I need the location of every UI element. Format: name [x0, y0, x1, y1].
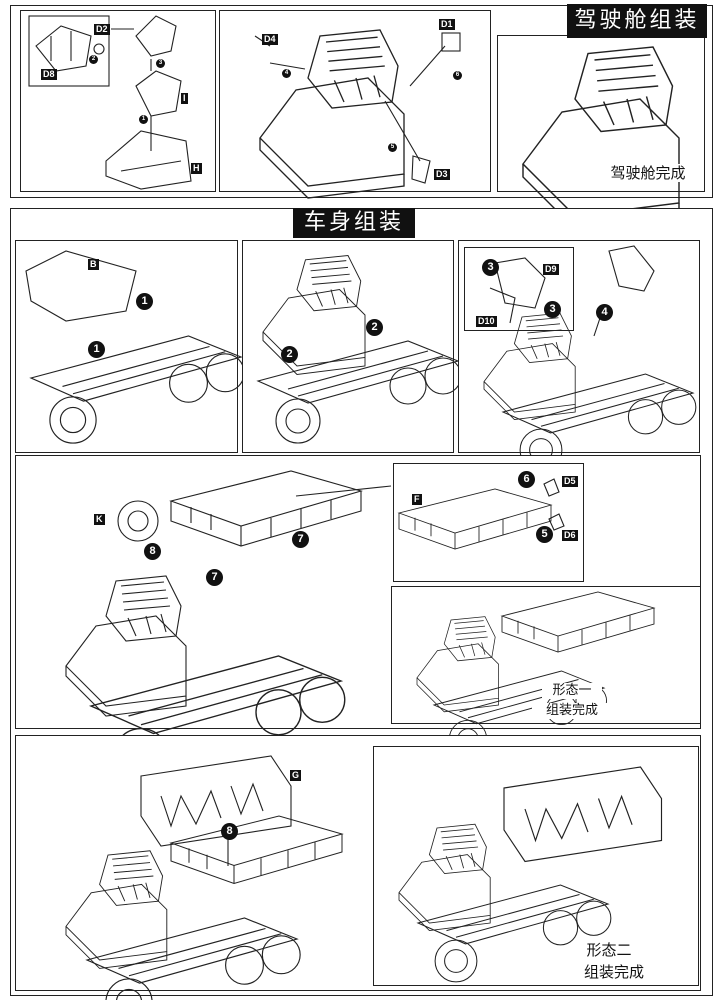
body-step-panel-1: B 1 1 [15, 240, 245, 453]
truck-bed-spare-wheel-drawing [16, 470, 392, 730]
step-8: 8 [144, 543, 161, 560]
step-3b: 3 [544, 301, 561, 318]
part-label-i: I [181, 93, 188, 104]
form-one-caption-line2: 组装完成 [532, 703, 612, 719]
cab-step-panel-1: D8 D2 I H 2 3 1 [20, 10, 216, 192]
part-label-b: B [88, 259, 99, 270]
step-2: 2 [89, 55, 98, 64]
body-step-panel-2: 2 2 [242, 240, 462, 453]
chassis-fender-drawing [25, 250, 245, 444]
part-label-d8: D8 [41, 69, 57, 80]
step-1b: 1 [88, 341, 105, 358]
step-5: 5 [536, 526, 553, 543]
cab-assembly-title: 驾驶舱组装 [567, 4, 707, 38]
step-6: 6 [453, 71, 462, 80]
part-label-d5: D5 [562, 476, 578, 487]
part-label-k: K [94, 514, 105, 525]
part-label-h: H [191, 163, 202, 174]
part-label-f: F [412, 494, 422, 505]
part-label-d2: D2 [94, 24, 110, 35]
form-two-caption-line1: 形态二 [574, 941, 644, 959]
form-two-caption-line2: 组装完成 [569, 963, 659, 981]
step-2a: 2 [366, 319, 383, 336]
mudguard-parts-drawing [489, 257, 546, 324]
cab-step-panel-2: D4 D1 D3 4 6 5 [219, 10, 491, 199]
cab-complete-panel: 驾驶舱完成 [497, 35, 705, 230]
step-3a: 3 [482, 259, 499, 276]
step-7a: 7 [292, 531, 309, 548]
step-5: 5 [388, 143, 397, 152]
form-one-caption-line1: 形态一 [542, 683, 602, 699]
bed-parts-inset: F D5 6 5 D6 [393, 463, 584, 582]
step-3: 3 [156, 59, 165, 68]
form-two-complete-panel: 形态二 组装完成 [373, 746, 699, 986]
part-label-d9: D9 [543, 264, 559, 275]
bed-frame-drawing [398, 478, 565, 550]
part-label-d1: D1 [439, 19, 455, 30]
body-step-panel-3: D9 D10 3 3 4 [458, 240, 700, 453]
step-7b: 7 [206, 569, 223, 586]
chassis-cab-drawing [257, 255, 462, 444]
part-label-d3: D3 [434, 169, 450, 180]
body-step-panel-4: K 8 7 7 F D5 6 5 D6 形态一 组装完成 [15, 455, 701, 729]
body-step-panel-5: G 8 形态二 组装完成 [15, 735, 701, 991]
step-4: 4 [596, 304, 613, 321]
part-label-d4: D4 [262, 34, 278, 45]
step-6: 6 [518, 471, 535, 488]
step-2b: 2 [281, 346, 298, 363]
part-label-d6: D6 [562, 530, 578, 541]
cab-drawing [254, 29, 461, 199]
step-1: 1 [139, 115, 148, 124]
part-label-g: G [290, 770, 302, 781]
interior-parts-drawing [28, 15, 192, 190]
form-two-truck-drawing [374, 766, 663, 987]
step-8: 8 [221, 823, 238, 840]
step-1a: 1 [136, 293, 153, 310]
part-label-d10: D10 [476, 316, 497, 327]
form-one-complete-panel: 形态一 组装完成 [391, 586, 701, 724]
body-assembly-title: 车身组装 [293, 208, 415, 238]
step-4: 4 [282, 69, 291, 78]
cab-complete-caption: 驾驶舱完成 [598, 164, 698, 182]
